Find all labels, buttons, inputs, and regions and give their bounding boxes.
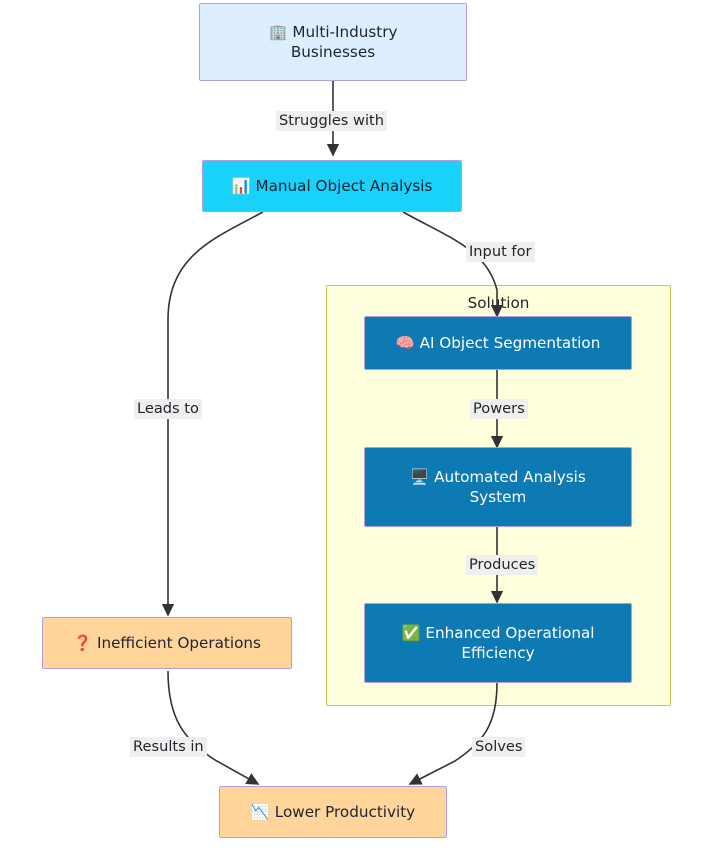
bar-chart-icon: 📊 — [231, 176, 251, 195]
edge-label-struggles-with: Struggles with — [276, 111, 387, 131]
subgraph-solution-title: Solution — [467, 294, 530, 312]
edge-label-input-for: Input for — [466, 242, 535, 262]
edge-label-powers: Powers — [470, 399, 528, 419]
node-inefficient-operations[interactable]: ❓Inefficient Operations — [42, 617, 292, 669]
node-lower-productivity[interactable]: 📉Lower Productivity — [219, 786, 447, 838]
node-line-2: System — [469, 488, 527, 506]
node-line-1: Manual Object Analysis — [255, 176, 433, 195]
question-mark-icon: ❓ — [73, 633, 92, 652]
desktop-computer-icon: 🖥️ — [410, 467, 430, 486]
node-ai-object-segmentation[interactable]: 🧠AI Object Segmentation — [364, 316, 632, 370]
node-line-1: Enhanced Operational — [425, 623, 595, 642]
node-line-1: Lower Productivity — [274, 802, 416, 821]
brain-icon: 🧠 — [395, 333, 415, 352]
node-line-1: Automated Analysis — [434, 467, 586, 486]
node-line-1: Inefficient Operations — [96, 633, 261, 652]
node-line-1: AI Object Segmentation — [419, 333, 601, 352]
node-inefficient-operations-label: ❓Inefficient Operations — [73, 633, 261, 653]
check-mark-button-icon: ✅ — [401, 623, 421, 642]
node-ai-object-segmentation-label: 🧠AI Object Segmentation — [396, 333, 601, 353]
node-line-2: Businesses — [290, 43, 376, 61]
edge-label-results-in: Results in — [130, 737, 207, 757]
edge-label-solves: Solves — [472, 737, 526, 757]
edge-label-produces: Produces — [466, 555, 539, 575]
node-line-2: Efficiency — [461, 644, 535, 662]
node-manual-object-analysis-label: 📊Manual Object Analysis — [232, 176, 433, 196]
edge-label-leads-to: Leads to — [134, 399, 202, 419]
chart-decreasing-icon: 📉 — [250, 802, 270, 821]
edge-results-in — [167, 670, 260, 785]
node-manual-object-analysis[interactable]: 📊Manual Object Analysis — [202, 160, 462, 212]
office-building-icon: 🏢 — [268, 22, 288, 41]
node-lower-productivity-label: 📉Lower Productivity — [251, 802, 415, 822]
node-line-1: Multi-Industry — [292, 22, 398, 41]
